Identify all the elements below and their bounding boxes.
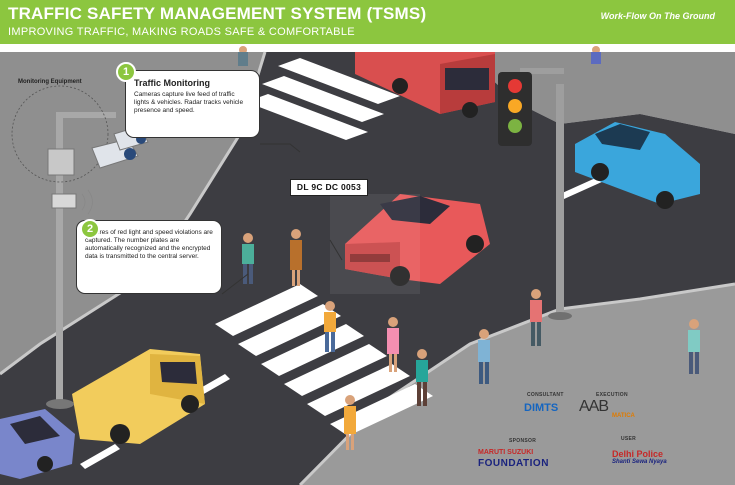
- sidewalk-bottom-right: [300, 284, 735, 485]
- matica-logo-text: MATICA: [612, 413, 635, 419]
- step-1-badge: 1: [116, 62, 136, 82]
- tagline: Work-Flow On The Ground: [600, 11, 715, 21]
- delhi-police-logo: Delhi Police: [612, 449, 664, 459]
- yellow-van: [72, 349, 205, 444]
- page-subtitle: IMPROVING TRAFFIC, MAKING ROADS SAFE & C…: [8, 26, 355, 38]
- crosswalk-bottom: [215, 284, 433, 436]
- consultant-label: CONSULTANT: [527, 392, 564, 398]
- pedestrians: [238, 46, 700, 450]
- bus: [355, 52, 495, 118]
- foundation-logo-text: FOUNDATION: [478, 458, 549, 469]
- blue-car: [575, 122, 700, 209]
- monitoring-equipment-label: Monitoring Equipment: [18, 79, 82, 85]
- user-label: USER: [621, 436, 637, 442]
- red-light-icon: [508, 79, 522, 93]
- execution-label: EXECUTION: [596, 392, 628, 398]
- control-box-icon: [47, 148, 75, 176]
- purple-car: [0, 409, 75, 479]
- sponsor-label: SPONSOR: [509, 438, 537, 444]
- maruti-suzuki-logo: MARUTI SUZUKI: [478, 449, 534, 456]
- radar-icon: [51, 193, 77, 209]
- number-plate: DL 9C DC 0053: [290, 179, 368, 196]
- step-1-callout: Traffic Monitoring Cameras capture live …: [125, 70, 260, 138]
- dimts-logo: DIMTS: [524, 402, 559, 414]
- step-1-heading: Traffic Monitoring: [134, 78, 210, 88]
- delhi-police-motto: Shanti Sewa Nyaya: [612, 459, 667, 465]
- step-1-text: Cameras capture live feed of traffic lig…: [134, 91, 244, 114]
- red-truck: [330, 194, 490, 294]
- step-2-callout: Pictures of red light and speed violatio…: [76, 220, 222, 294]
- street-scene-illustration: [0, 44, 735, 485]
- aab-logo: AAB: [579, 398, 609, 415]
- step-2-badge: 2: [80, 219, 100, 239]
- yellow-light-icon: [508, 99, 522, 113]
- green-light-icon: [508, 119, 522, 133]
- header-banner: TRAFFIC SAFETY MANAGEMENT SYSTEM (TSMS) …: [0, 0, 735, 44]
- monitoring-pole: [11, 85, 116, 409]
- step-2-text: Pictures of red light and speed violatio…: [85, 229, 213, 260]
- crosswalk-top: [246, 58, 400, 140]
- page-title: TRAFFIC SAFETY MANAGEMENT SYSTEM (TSMS): [8, 4, 427, 23]
- traffic-light: [498, 68, 572, 320]
